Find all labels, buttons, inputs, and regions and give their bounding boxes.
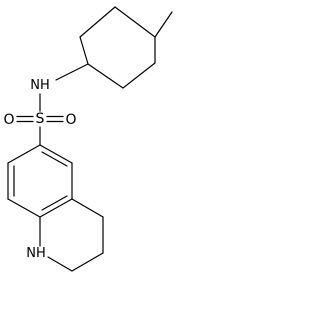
bond-methyl [154,11,173,38]
cyclohexane-ring [79,6,156,89]
bond-ar-1 [39,144,73,164]
benzene-ring [7,144,73,218]
atom-label-nh-amide: NH [30,78,50,93]
chemical-structure-drawing: NH S O O [3,6,173,272]
bond-ar-double-1 [41,151,68,167]
bond-ar-double-2 [41,195,68,211]
structure-canvas: NH S O O [3,6,173,272]
bond-ar-6 [7,144,41,164]
bond-ar-3 [39,198,73,218]
bond-cyclohexyl-nh [55,63,89,81]
bond-cyc-2 [79,6,116,38]
bond-sat-1 [71,198,104,218]
bond-cyc-5 [122,62,156,89]
bond-cyc-4 [87,63,124,89]
atom-label-oxygen-left: O [3,112,14,128]
atom-label-nh-ring: NH [26,246,46,261]
atom-label-oxygen-right: O [65,112,76,128]
bond-sat-4 [47,256,73,272]
bond-cyc-3 [79,36,89,65]
atom-label-sulfur: S [36,111,45,127]
tetrahydropyridine-ring [39,198,104,272]
bond-sat-3 [71,252,104,272]
bond-ar-4 [7,198,41,218]
bond-cyc-1 [114,6,156,38]
